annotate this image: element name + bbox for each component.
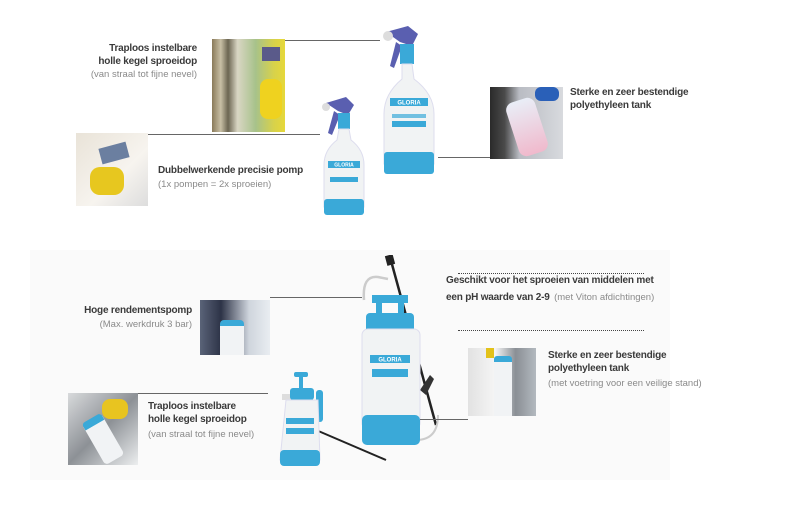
top-tank-title-line1: Sterke en zeer bestendige [570,87,689,98]
ph-feature-line1: Geschikt voor het sproeien van middelen … [446,275,654,286]
connector-line [285,40,380,41]
trigger-bottle-small: GLORIA [322,97,365,215]
dotted-divider-top [458,273,644,274]
top-nozzle-subtitle: (van straal tot fijne nevel) [90,69,197,80]
photo-tank-bottle [490,87,563,159]
connector-line [438,157,490,158]
connector-line [138,393,268,394]
top-nozzle-title: Traploos instelbare holle kegel sproeido… [40,42,197,68]
trigger-bottle-large: GLORIA [383,26,435,174]
bottom-tank-title-line2: polyethyleen tank [548,363,630,374]
bottom-pump-subtitle: (Max. werkdruk 3 bar) [99,319,192,330]
bottom-nozzle-title-line2: holle kegel sproeidop [148,414,247,425]
photo-nozzle-spray-window [212,39,285,132]
dotted-divider-bottom [458,330,644,331]
top-pump-title: Dubbelwerkende precisie pomp [158,165,303,176]
top-nozzle-title-line2: holle kegel sproeidop [98,56,197,67]
bottom-nozzle-subtitle: (van straal tot fijne nevel) [148,429,255,440]
bottom-tank-subtitle: (met voetring voor een veilige stand) [548,378,702,389]
photo-tank-sprayer [468,348,536,416]
bottom-pump-title: Hoge rendementspomp [84,305,192,316]
ph-feature-line2: een pH waarde van 2-9 (met Viton afdicht… [446,287,654,305]
ph-feature-bold: een pH waarde van 2-9 [446,292,550,303]
top-nozzle-title-line1: Traploos instelbare [109,43,197,54]
top-tank-title: Sterke en zeer bestendige polyethyleen t… [570,86,689,112]
bottle-brand-label: GLORIA [397,101,421,107]
top-pump-subtitle: (1x pompen = 2x sproeien) [158,179,272,190]
connector-line [270,297,362,298]
top-tank-title-line2: polyethyleen tank [570,100,652,111]
connector-line [148,134,320,135]
bottom-nozzle-title-line1: Traploos instelbare [148,401,236,412]
bottom-tank-title: Sterke en zeer bestendige polyethyleen t… [548,349,667,375]
pressure-sprayer-large: GLORIA [361,255,439,445]
connector-line [420,419,468,420]
sprayer-brand-label: GLORIA [378,358,402,364]
pressure-sprayer-small [279,372,387,466]
bottle-brand-label-small: GLORIA [334,163,354,169]
photo-nozzle-sprayer-sink [68,393,138,465]
bottom-tank-title-line1: Sterke en zeer bestendige [548,350,667,361]
bottom-nozzle-title: Traploos instelbare holle kegel sproeido… [148,400,247,426]
photo-pump-sprayer [200,300,270,355]
photo-pump-hand [76,133,148,206]
ph-feature-sub: (met Viton afdichtingen) [554,292,655,303]
